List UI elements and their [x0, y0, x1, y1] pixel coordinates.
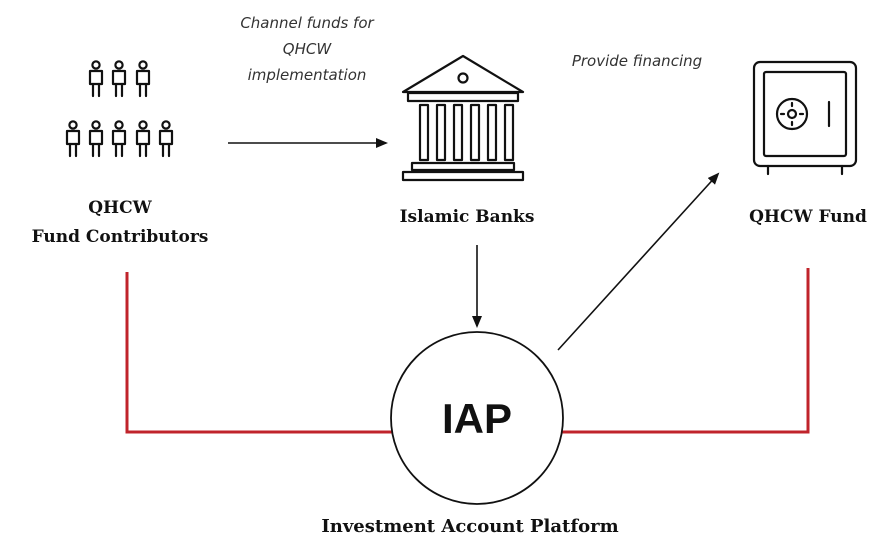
iap-caption: Investment Account Platform	[321, 516, 618, 537]
bank-building-icon	[401, 54, 525, 182]
iap-to-fund-arrow	[557, 172, 720, 351]
contributors-iap-connector	[125, 272, 392, 434]
people-group-icon	[65, 60, 174, 158]
channel-funds-label-line2: QHCW	[283, 40, 333, 58]
safe-vault-icon	[752, 60, 858, 176]
provide-financing-label: Provide financing	[572, 52, 702, 70]
iap-circle	[390, 331, 564, 505]
contributors-label-line2: Fund Contributors	[32, 227, 209, 247]
iap-label: IAP	[442, 395, 512, 442]
channel-funds-label-line3: implementation	[248, 66, 367, 84]
contributors-label-line1: QHCW	[88, 198, 152, 218]
fund-iap-connector	[562, 268, 810, 434]
channel-funds-label-line1: Channel funds for	[240, 14, 374, 32]
fund-label: QHCW Fund	[749, 207, 867, 227]
banks-label: Islamic Banks	[400, 207, 535, 227]
